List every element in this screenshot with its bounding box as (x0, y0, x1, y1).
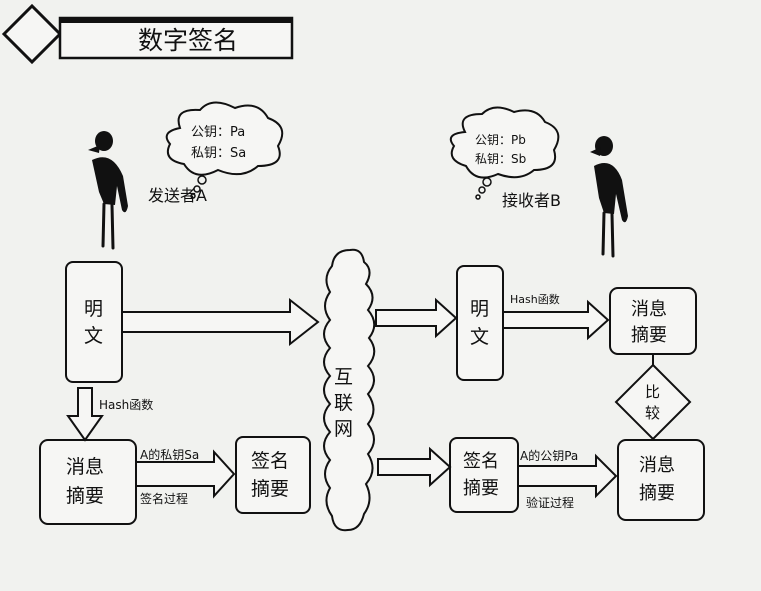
svg-text:明: 明 (470, 298, 489, 320)
arrow-hash-b (502, 299, 610, 341)
svg-text:摘要: 摘要 (631, 325, 667, 346)
compare-diamond: 比 较 (614, 363, 692, 441)
receiver-label: 接收者B (502, 191, 561, 210)
private-key-label: A的私钥Sa (140, 447, 199, 462)
page-title: 数字签名 (138, 26, 238, 55)
svg-text:签名: 签名 (251, 450, 289, 472)
arrow-verify (517, 453, 618, 499)
verify-process-label: 验证过程 (526, 495, 574, 510)
svg-text:消息: 消息 (639, 455, 675, 476)
receiver-private-key: 私钥：Sb (475, 152, 526, 166)
network-cloud-shape (323, 248, 376, 532)
svg-text:文: 文 (84, 325, 103, 347)
svg-text:摘要: 摘要 (639, 483, 675, 504)
signature-box-b: 签名 摘要 (449, 437, 519, 513)
public-key-label: A的公钥Pa (520, 448, 578, 463)
sender-key-cloud: 公钥：Pa 私钥：Sa (165, 101, 284, 199)
digest-box-a: 消息 摘要 (39, 439, 137, 525)
receiver-key-cloud: 公钥：Pb 私钥：Sb (449, 106, 560, 200)
svg-text:摘要: 摘要 (66, 485, 104, 507)
receiver-person-icon (590, 136, 628, 258)
sender-person-icon (88, 131, 128, 250)
network-char-3: 网 (334, 418, 353, 440)
diamond-icon (1, 3, 63, 65)
svg-text:较: 较 (645, 404, 660, 422)
sign-process-label: 签名过程 (140, 491, 188, 506)
svg-text:比: 比 (645, 383, 660, 401)
arrow-hash-a (66, 387, 104, 442)
svg-text:消息: 消息 (66, 456, 104, 478)
svg-text:摘要: 摘要 (251, 478, 289, 500)
signature-box-a: 签名 摘要 (235, 436, 311, 514)
svg-text:明: 明 (84, 298, 103, 320)
arrow-network-to-plaintext-b (375, 297, 458, 339)
hash-b-label: Hash函数 (510, 293, 560, 306)
sender-label: 发送者A (148, 186, 207, 205)
network-char-1: 互 (334, 366, 353, 388)
arrow-plaintext-to-network (121, 297, 320, 347)
digest-box-b1: 消息 摘要 (609, 287, 697, 355)
svg-text:文: 文 (470, 326, 489, 348)
thought-cloud (165, 101, 284, 176)
thought-cloud (449, 106, 560, 179)
network-char-2: 联 (334, 392, 353, 414)
svg-text:消息: 消息 (631, 299, 667, 320)
digest-box-b2: 消息 摘要 (617, 439, 705, 521)
receiver-public-key: 公钥：Pb (475, 133, 526, 147)
svg-text:签名: 签名 (463, 451, 499, 472)
plaintext-box-a: 明 文 (65, 261, 123, 383)
arrow-sign (135, 449, 236, 499)
sender-private-key: 私钥：Sa (191, 146, 246, 161)
arrow-network-to-signature-b (377, 446, 452, 488)
internet-cloud: 互 联 网 (323, 248, 376, 532)
title-box (58, 16, 294, 60)
title-box-shadow (60, 18, 292, 23)
title-banner: 数字签名 (1, 3, 294, 65)
sender-public-key: 公钥：Pa (191, 125, 245, 140)
svg-text:摘要: 摘要 (463, 478, 499, 499)
plaintext-box-b: 明 文 (456, 265, 504, 381)
hash-a-label: Hash函数 (99, 397, 153, 412)
